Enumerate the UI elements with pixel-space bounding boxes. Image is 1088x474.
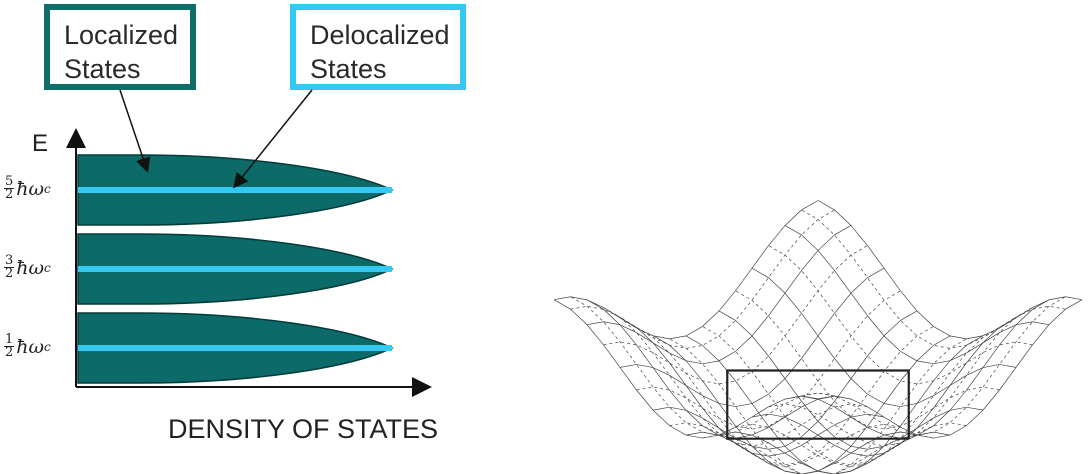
mesh-line (553, 299, 819, 439)
landau-band-bottom (77, 312, 394, 384)
equipotential-contour (726, 369, 910, 440)
mesh-line (553, 200, 819, 340)
delocalized-pointer-arrow (233, 89, 313, 189)
mesh-line (768, 307, 1033, 447)
mesh-line (669, 338, 934, 474)
mesh-line (603, 307, 868, 447)
mesh-line (603, 245, 868, 385)
delocalized-line2: States (310, 54, 387, 84)
mesh-line (702, 326, 967, 466)
mesh-line (784, 225, 1050, 365)
mesh-line (619, 267, 885, 407)
delocalized-line1: Delocalized (310, 20, 450, 50)
landau-band-top (77, 154, 394, 226)
mesh-line (801, 296, 1066, 436)
localized-states-callout: Localized States (44, 4, 196, 90)
mesh-line (669, 326, 934, 466)
energy-axis-label: E (32, 130, 49, 157)
mesh-line (817, 299, 1083, 439)
mesh-line (718, 310, 984, 450)
potential-landscape-mesh (553, 200, 1083, 474)
mesh-line (570, 296, 835, 436)
mesh-line (652, 310, 918, 450)
localized-line1: Localized (64, 20, 179, 50)
density-axis-label: DENSITY OF STATES (168, 414, 439, 444)
mesh-line (586, 299, 852, 439)
delocalized-states-callout: Delocalized States (290, 4, 466, 90)
mesh-line (685, 335, 951, 474)
landau-band-middle (77, 233, 394, 305)
mesh-line (817, 200, 1083, 340)
mesh-line (636, 327, 901, 467)
mesh-line (735, 327, 1000, 467)
localized-line2: States (64, 54, 141, 84)
mesh-line (586, 225, 852, 365)
mesh-line (784, 299, 1050, 439)
mesh-line (751, 267, 1017, 407)
mesh-line (768, 245, 1033, 385)
mesh-line (702, 338, 967, 474)
localized-pointer-arrow (119, 89, 151, 173)
